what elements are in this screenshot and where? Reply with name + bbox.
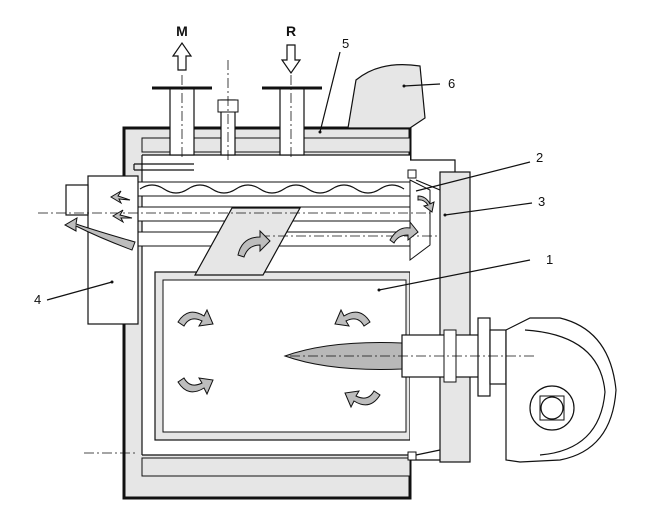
flow-arrow <box>237 229 271 258</box>
label-dot <box>110 280 114 284</box>
return-nozzle <box>262 86 322 156</box>
flow-arrow <box>63 217 136 251</box>
flow-arrow <box>177 308 214 327</box>
callout-3: 3 <box>538 194 545 209</box>
flow-arrow <box>177 377 214 396</box>
flow-arrow <box>112 209 133 224</box>
flow-arrow <box>110 190 131 205</box>
return-label: R <box>286 23 296 39</box>
flow-arrow <box>334 308 371 327</box>
callout-4: 4 <box>34 292 41 307</box>
flow-arrow <box>389 220 419 244</box>
label-dot <box>443 213 447 217</box>
leader-lines <box>46 51 533 301</box>
label-dot <box>402 84 406 88</box>
callout-6: 6 <box>448 76 455 91</box>
smoke-box <box>65 175 139 325</box>
flow-arrows <box>63 190 435 409</box>
callout-5: 5 <box>342 36 349 51</box>
outlet-label: M <box>176 23 188 39</box>
turbulator-wave <box>139 184 405 194</box>
label-dot <box>377 288 381 292</box>
flow-arrow <box>417 195 435 213</box>
outlet-arrow <box>171 41 193 71</box>
callout-2: 2 <box>536 150 543 165</box>
flow-arrow <box>344 390 381 409</box>
label-dot <box>318 130 322 134</box>
front-door <box>407 159 471 463</box>
control-panel <box>347 64 426 129</box>
return-arrow <box>280 44 302 75</box>
callout-1: 1 <box>546 252 553 267</box>
